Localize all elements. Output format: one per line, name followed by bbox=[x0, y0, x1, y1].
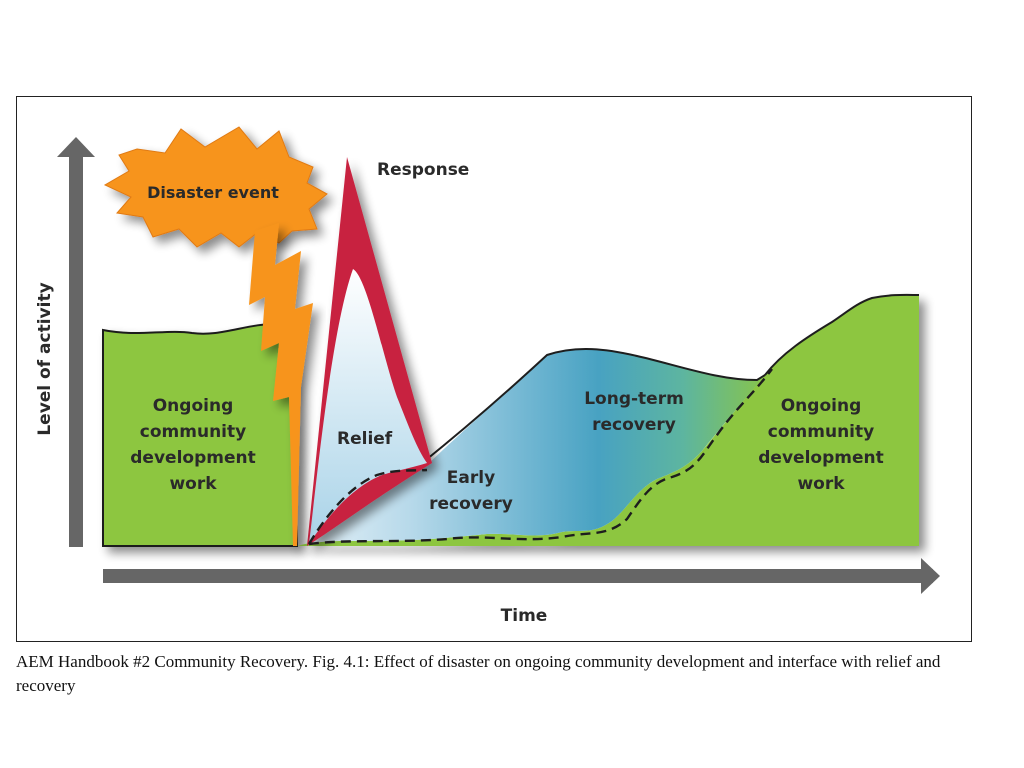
ongoing-left-line: community bbox=[140, 422, 246, 442]
ongoing-right-line: Ongoing bbox=[781, 396, 862, 416]
relief-label: Relief bbox=[337, 429, 393, 449]
relief-dashed-line bbox=[307, 468, 428, 545]
response-label: Response bbox=[377, 160, 469, 180]
ongoing-right-line: work bbox=[797, 474, 845, 494]
ongoing-development-outline-right bbox=[764, 293, 920, 376]
disaster-event-label: Disaster event bbox=[147, 183, 279, 202]
relief-area bbox=[309, 269, 427, 544]
y-axis-arrow bbox=[57, 137, 95, 547]
ongoing-left-line: Ongoing bbox=[153, 396, 234, 416]
ongoing-right-line: community bbox=[768, 422, 874, 442]
ongoing-right-line: development bbox=[758, 448, 883, 468]
figure-caption: AEM Handbook #2 Community Recovery. Fig.… bbox=[16, 652, 941, 695]
early-recovery-label-line2: recovery bbox=[429, 494, 513, 514]
x-axis-label: Time bbox=[501, 606, 548, 626]
recovery-area bbox=[307, 348, 765, 546]
early-recovery-label-line1: Early bbox=[447, 468, 495, 488]
x-axis-arrow bbox=[103, 558, 940, 594]
ongoing-left-line: work bbox=[169, 474, 217, 494]
recovery-diagram: Level of activity Time Disaster event Re… bbox=[35, 126, 940, 626]
recovery-dashed-line bbox=[308, 368, 773, 546]
ongoing-right-label: Ongoing community development work bbox=[758, 396, 883, 494]
lightning-bolt bbox=[249, 223, 313, 546]
long-term-recovery-label-line1: Long-term bbox=[584, 389, 684, 409]
y-axis-label: Level of activity bbox=[35, 282, 55, 435]
disaster-starburst bbox=[103, 126, 328, 248]
recovery-outline bbox=[420, 348, 766, 465]
long-term-recovery-label-line2: recovery bbox=[592, 415, 676, 435]
ongoing-left-line: development bbox=[130, 448, 255, 468]
ongoing-development-area-right bbox=[297, 294, 919, 546]
figure-frame: Level of activity Time Disaster event Re… bbox=[16, 96, 972, 642]
ongoing-left-label: Ongoing community development work bbox=[130, 396, 255, 494]
